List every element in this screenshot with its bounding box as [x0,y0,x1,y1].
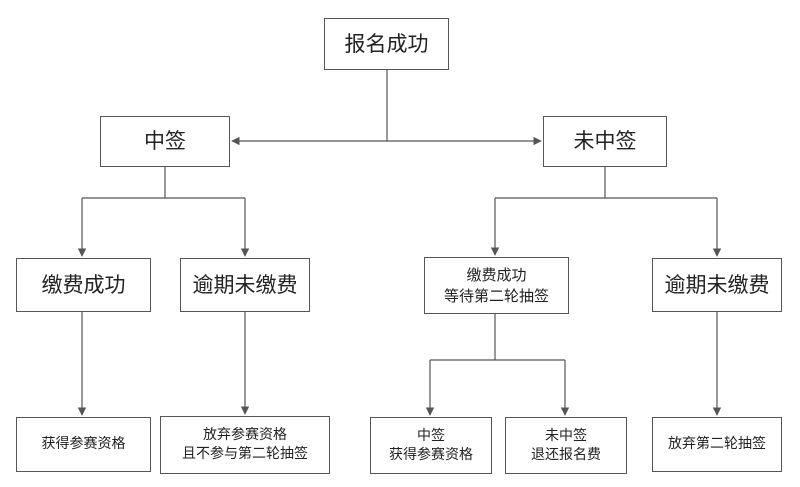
node-lottery-win: 中签 [100,116,230,167]
node-second-draw-lose-refund: 未中签 退还报名费 [505,417,627,474]
node-label-line2: 且不参与第二轮抽签 [182,446,308,462]
node-payment-success: 缴费成功 [16,258,151,312]
node-label: 报名成功 [344,31,429,56]
node-abandon-second-draw: 放弃第二轮抽签 [652,417,782,472]
node-label: 逾期未缴费 [664,272,770,297]
node-label: 中签 [144,129,186,154]
node-label-line1: 未中签 [545,427,587,444]
node-label: 逾期未缴费 [192,272,298,297]
node-label: 放弃第二轮抽签 [668,436,766,453]
node-qualified: 获得参赛资格 [16,417,151,472]
node-label: 获得参赛资格 [41,436,126,453]
node-overdue-unpaid: 逾期未缴费 [180,258,310,312]
node-lottery-lose: 未中签 [543,116,667,167]
node-label: 未中签 [573,129,637,154]
node-label-line1: 放弃参赛资格 [203,427,287,444]
node-overdue-unpaid-right: 逾期未缴费 [652,258,782,312]
node-label-line2: 退还报名费 [531,446,601,463]
node-abandon-qualification: 放弃参赛资格 且不参与第二轮抽签 [160,416,330,474]
node-label-line1: 中签 [417,427,445,444]
node-second-draw-win: 中签 获得参赛资格 [370,417,492,474]
node-label-line2: 获得参赛资格 [389,446,473,463]
node-label: 缴费成功 [41,272,126,297]
node-paid-waiting-second-draw: 缴费成功 等待第二轮抽签 [424,257,569,314]
node-registration-success: 报名成功 [324,18,449,70]
node-label-line2: 等待第二轮抽签 [443,286,549,305]
node-label-line1: 缴费成功 [466,266,527,285]
